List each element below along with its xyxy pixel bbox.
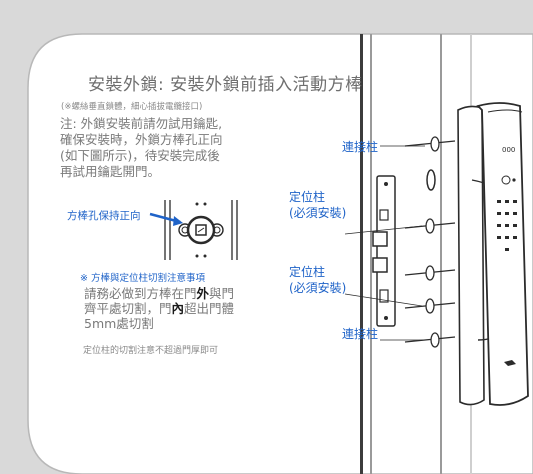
note-line: 確保安裝時，外鎖方棒孔正向 bbox=[60, 132, 223, 147]
depth-note: 定位柱的切割注意不超過門厚即可 bbox=[83, 346, 219, 356]
note-line: 再試用鑰匙開門。 bbox=[60, 164, 161, 179]
req-line-2: 齊平處切割，門內超出門體 bbox=[84, 301, 234, 316]
req-text: 請務必做到方棒在門 bbox=[84, 286, 197, 301]
card-frame bbox=[27, 33, 533, 474]
req-text: 齊平處切割，門 bbox=[84, 301, 172, 316]
req-text: 與門 bbox=[209, 286, 235, 301]
screw-note: (※螺絲垂直鎖體，細心插拔電纜接口) bbox=[61, 102, 203, 112]
lock-display-text: 000 bbox=[502, 146, 515, 154]
keypad bbox=[497, 200, 517, 251]
req-text: 超出門體 bbox=[184, 301, 235, 316]
label-line: 定位柱 bbox=[289, 265, 326, 279]
label-line: (必須安裝) bbox=[289, 206, 347, 220]
label-positioning-bottom: 定位柱 (必須安裝) bbox=[289, 264, 346, 296]
req-line-3: 5mm處切割 bbox=[84, 316, 154, 331]
label-positioning-top: 定位柱 (必須安裝) bbox=[289, 189, 346, 221]
key-note: 注: 外鎖安裝前請勿試用鑰匙, 確保安裝時，外鎖方棒孔正向 (如下圖所示)，待安… bbox=[60, 116, 223, 180]
cutting-warning-heading: ※ 方棒與定位柱切割注意事項 bbox=[80, 273, 205, 284]
page-title: 安裝外鎖: 安裝外鎖前插入活動方棒 bbox=[88, 75, 363, 95]
note-line: 注: 外鎖安裝前請勿試用鑰匙, bbox=[60, 116, 223, 131]
mounting-pins bbox=[404, 136, 456, 348]
note-line: (如下圖所示)，待安裝完成後 bbox=[60, 148, 220, 163]
door-oval-hole bbox=[426, 169, 436, 191]
req-line-1: 請務必做到方棒在門外與門 bbox=[84, 286, 234, 301]
spindle-detail bbox=[149, 200, 238, 260]
outside-emphasis: 外 bbox=[196, 286, 210, 301]
label-connector-top: 連接柱 bbox=[342, 140, 379, 154]
label-connector-bottom: 連接柱 bbox=[342, 327, 379, 341]
mortise-lock-body bbox=[372, 175, 396, 327]
label-line: (必須安裝) bbox=[289, 281, 347, 295]
spindle-orientation-label: 方棒孔保持正向 bbox=[67, 210, 141, 222]
inside-emphasis: 內 bbox=[171, 301, 185, 316]
smart-lock-exterior: 000 bbox=[457, 102, 529, 406]
label-line: 定位柱 bbox=[289, 190, 326, 204]
label-leaders bbox=[344, 145, 425, 341]
cutting-requirements: 請務必做到方棒在門外與門 齊平處切割，門內超出門體 5mm處切割 bbox=[84, 286, 234, 331]
